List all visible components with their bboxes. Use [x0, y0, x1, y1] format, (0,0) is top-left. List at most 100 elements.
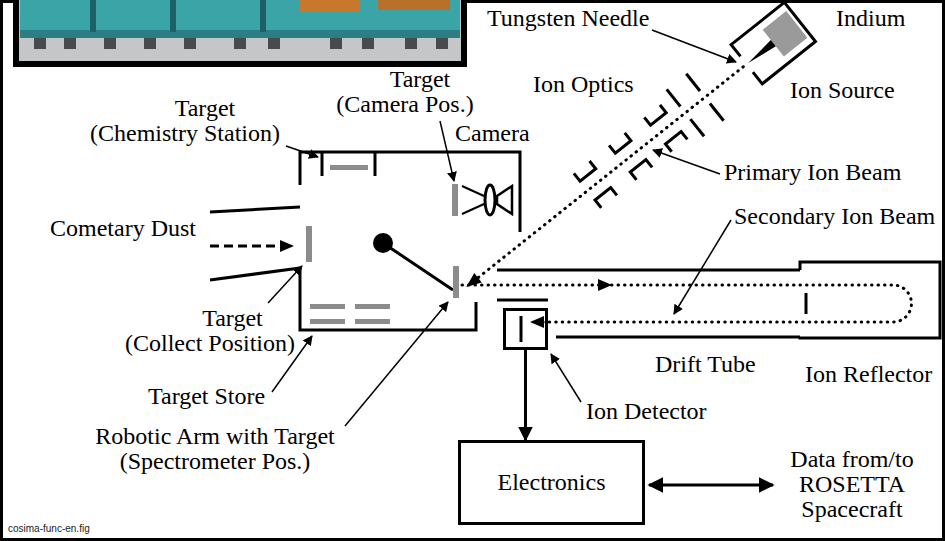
lens-electrode [595, 188, 617, 208]
chemistry-station-wall [321, 152, 324, 176]
instrument-foil [300, 0, 360, 12]
robotic-arm [383, 243, 453, 290]
reflector-grid [805, 293, 808, 314]
target-plate [330, 165, 368, 170]
connector-knob [330, 38, 342, 49]
part-label: Target (Chemistry Station) [85, 96, 285, 146]
connector-knob [104, 38, 116, 49]
part-label: Tungsten Needle [487, 6, 649, 31]
instrument-housing [20, 0, 460, 34]
drift-tube-wall [556, 336, 800, 339]
dust-arrowhead [280, 240, 294, 252]
ion-source [731, 2, 815, 83]
leader-line [653, 150, 720, 174]
beam-arrowhead [598, 279, 612, 291]
housing-seam [170, 0, 176, 32]
chamber-wall [300, 268, 476, 330]
connector-knob [436, 38, 448, 49]
housing-seam [90, 0, 96, 32]
detector-plate [520, 316, 523, 342]
ion-detector-box: Ion Detector [503, 308, 548, 350]
photo-ground [16, 0, 464, 64]
lens-electrode [644, 105, 666, 125]
aperture-plate [667, 89, 681, 106]
connector-knob [234, 38, 246, 49]
leader-line [286, 146, 318, 157]
interface-label: Data from/to ROSETTA Spacecraft [780, 447, 925, 523]
leader-line [551, 354, 581, 402]
inset-photo [16, 0, 464, 64]
ion-source-housing [731, 2, 815, 83]
target-plate [310, 304, 345, 309]
lens-electrode [574, 161, 596, 181]
connector-knob [268, 38, 280, 49]
part-label: Ion Reflector [805, 362, 932, 387]
drift-tube-wall [497, 299, 548, 302]
part-label: Camera [455, 121, 530, 146]
leader-line [674, 220, 731, 314]
housing-seam [260, 0, 266, 32]
dust-flow-arrow [210, 245, 280, 248]
dust-inlet [210, 268, 300, 280]
part-label: Ion Optics [533, 72, 634, 97]
part-label: Drift Tube [655, 352, 756, 377]
connector-knob [64, 38, 76, 49]
data-link-arrow [649, 484, 773, 487]
lens-electrode [609, 133, 631, 153]
node-title: Electronics [498, 470, 606, 495]
beam-arrowhead [530, 316, 544, 328]
part-label: Target (Camera Pos.) [330, 67, 480, 117]
aperture-plate [710, 103, 724, 120]
connector-knob [144, 38, 156, 49]
secondary-ion-beam [462, 285, 911, 322]
part-label: Target (Collect Position) [120, 306, 300, 356]
leader-line [268, 266, 302, 303]
ion-reflector [800, 262, 940, 338]
target-plate [452, 184, 458, 216]
inset-border [16, 0, 464, 64]
lens-electrode [630, 160, 652, 180]
part-label: Target Store [148, 384, 265, 409]
file-name: cosima-func-en.fig [8, 524, 90, 535]
leader-line [652, 30, 736, 62]
target-plate [310, 319, 345, 324]
camera-lens [485, 185, 495, 215]
instrument-base [20, 30, 460, 38]
beam-label: Secondary Ion Beam [734, 204, 935, 229]
aperture-plate [686, 74, 700, 91]
chemistry-station-wall [374, 152, 377, 176]
connector-knob [184, 38, 196, 49]
target-plate [355, 304, 390, 309]
tungsten-needle [746, 40, 776, 66]
beam-label: Primary Ion Beam [724, 160, 901, 185]
node-title: Ion Detector [586, 399, 707, 424]
arm-pivot [373, 233, 393, 253]
target-plate [453, 266, 459, 298]
connector-knob [362, 38, 374, 49]
connector-knob [405, 38, 417, 49]
beam-arrowhead [463, 273, 482, 292]
instrument-foil [378, 0, 450, 10]
electronics-box: Electronics [458, 440, 645, 525]
camera-view-cone [462, 186, 484, 214]
leader-line [440, 121, 454, 181]
aperture-plate [690, 119, 704, 136]
leader-line [345, 302, 448, 426]
dust-inlet [210, 207, 300, 212]
primary-ion-beam [477, 67, 743, 279]
camera-body [497, 186, 512, 214]
lens-electrode [665, 132, 687, 152]
connector-knob [34, 38, 46, 49]
target-plate [306, 226, 312, 262]
input-label: Cometary Dust [50, 216, 196, 241]
target-plate [355, 319, 390, 324]
drift-tube-wall [497, 269, 800, 272]
part-label: Robotic Arm with Target (Spectrometer Po… [85, 424, 345, 474]
part-label: Indium [836, 6, 905, 31]
signal-arrow [524, 350, 527, 440]
part-label: Ion Source [790, 78, 895, 103]
chamber-wall [300, 152, 520, 232]
